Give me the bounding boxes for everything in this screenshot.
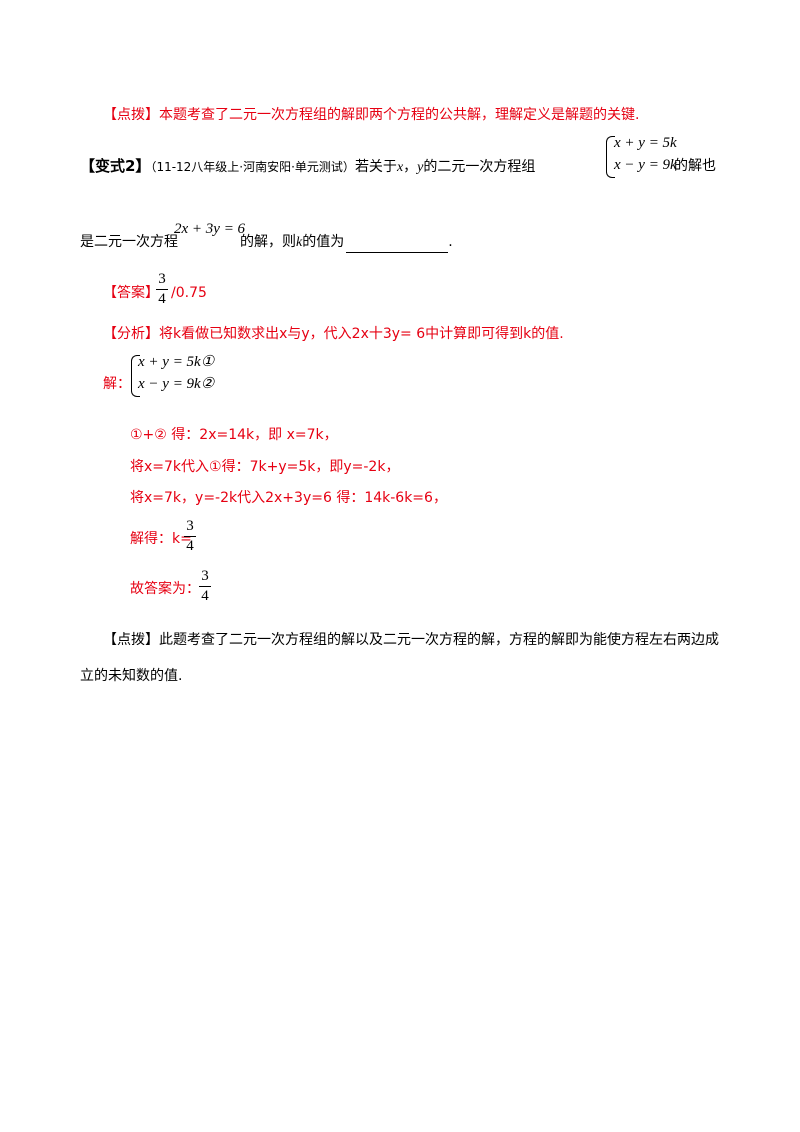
variant-mid: 的二元一次方程组: [423, 159, 536, 175]
eq1-text: x + y = 5k: [614, 135, 677, 151]
variant-source: （11-12八年级上·河南安阳·单元测试）: [150, 160, 355, 174]
step-2: 将x=7k代入①得：7k+y=5k，即y=-2k，: [130, 457, 399, 477]
analysis-line: 【分析】将k看做已知数求出x与y，代入2x十3y= 6中计算即可得到k的值.: [103, 324, 564, 344]
answer-tag-text: 【答案】: [103, 285, 159, 301]
step4-label: 解得：k=: [130, 531, 192, 547]
answer-alt: /0.75: [171, 283, 207, 303]
equation-3: 2x + 3y = 6: [174, 219, 245, 239]
sys2-text: x − y = 9k②: [138, 376, 215, 392]
line2-mid: 的解，则: [240, 234, 296, 250]
step5-num: 3: [201, 568, 209, 584]
variant-tag: 【变式2】: [80, 157, 151, 175]
answer-blank: [346, 236, 449, 253]
system-eq1: x + y = 5k: [614, 133, 677, 153]
answer-alt-text: /0.75: [171, 285, 207, 301]
solve-label-text: 解：: [103, 376, 131, 392]
step4-den: 4: [186, 538, 194, 554]
tip2-tag: 【点拨】: [103, 632, 159, 648]
variant-line-1: 【变式2】（11-12八年级上·河南安阳·单元测试）若关于x，y的二元一次方程组: [80, 156, 535, 178]
solve-eq1: x + y = 5k①: [138, 352, 214, 372]
step-5: 故答案为：: [130, 579, 200, 599]
answer-den: 4: [158, 291, 166, 307]
solve-system-brace: [131, 355, 140, 397]
variant-line-2: 是二元一次方程: [80, 232, 178, 252]
variant-line-2-end: 的解，则k的值为.: [240, 232, 453, 253]
answer-tag: 【答案】: [103, 283, 159, 303]
step4-bar: [184, 536, 196, 537]
step-1: ①+② 得：2x=14k，即 x=7k，: [130, 425, 338, 445]
tip1: 【点拨】本题考查了二元一次方程组的解即两个方程的公共解，理解定义是解题的关键.: [103, 105, 639, 125]
step5-label: 故答案为：: [130, 581, 200, 597]
tip2-text-2: 立的未知数的值.: [80, 668, 183, 684]
tip2-line-2: 立的未知数的值.: [80, 666, 182, 686]
eq3-text: 2x + 3y = 6: [174, 221, 246, 237]
sys1-text: x + y = 5k①: [138, 354, 215, 370]
analysis-text: 将k看做已知数求出x与y，代入2x十3y= 6中计算即可得到k的值.: [159, 326, 564, 342]
step4-num: 3: [186, 518, 194, 534]
variant-post-text: 的解也: [674, 158, 716, 174]
tip1-text: 本题考查了二元一次方程组的解即两个方程的公共解，理解定义是解题的关键.: [159, 107, 640, 123]
tip2-line-1: 【点拨】此题考查了二元一次方程组的解以及二元一次方程的解，方程的解即为能使方程左…: [103, 630, 719, 650]
step-3: 将x=7k，y=-2k代入2x+3y=6 得：14k-6k=6，: [130, 488, 447, 508]
eq2-text: x − y = 9k: [614, 157, 677, 173]
var-x: x: [396, 160, 404, 175]
step5-bar: [199, 586, 211, 587]
var-y: y: [417, 160, 424, 175]
line2-post: 的值为: [302, 234, 345, 250]
tip1-tag: 【点拨】: [103, 107, 159, 123]
var-k: k: [296, 235, 303, 250]
variant-comma: ，: [403, 159, 418, 175]
solve-label: 解：: [103, 374, 131, 394]
line2-pre: 是二元一次方程: [80, 234, 178, 250]
step3-text: 将x=7k，y=-2k代入2x+3y=6 得：14k-6k=6，: [130, 490, 447, 506]
analysis-tag: 【分析】: [103, 326, 159, 342]
answer-bar: [156, 289, 168, 290]
step-4: 解得：k=: [130, 529, 192, 549]
step2-text: 将x=7k代入①得：7k+y=5k，即y=-2k，: [130, 459, 400, 475]
variant-post: 的解也: [674, 156, 716, 176]
system-brace: [606, 136, 615, 178]
tip2-text-1: 此题考查了二元一次方程组的解以及二元一次方程的解，方程的解即为能使方程左右两边成: [159, 632, 719, 648]
system-eq2: x − y = 9k: [614, 155, 677, 175]
answer-num: 3: [158, 271, 166, 287]
variant-pre: 若关于: [354, 159, 397, 175]
step5-den: 4: [201, 588, 209, 604]
line2-end: .: [448, 234, 453, 250]
step1-text: ①+② 得：2x=14k，即 x=7k，: [130, 427, 338, 443]
solve-eq2: x − y = 9k②: [138, 374, 214, 394]
